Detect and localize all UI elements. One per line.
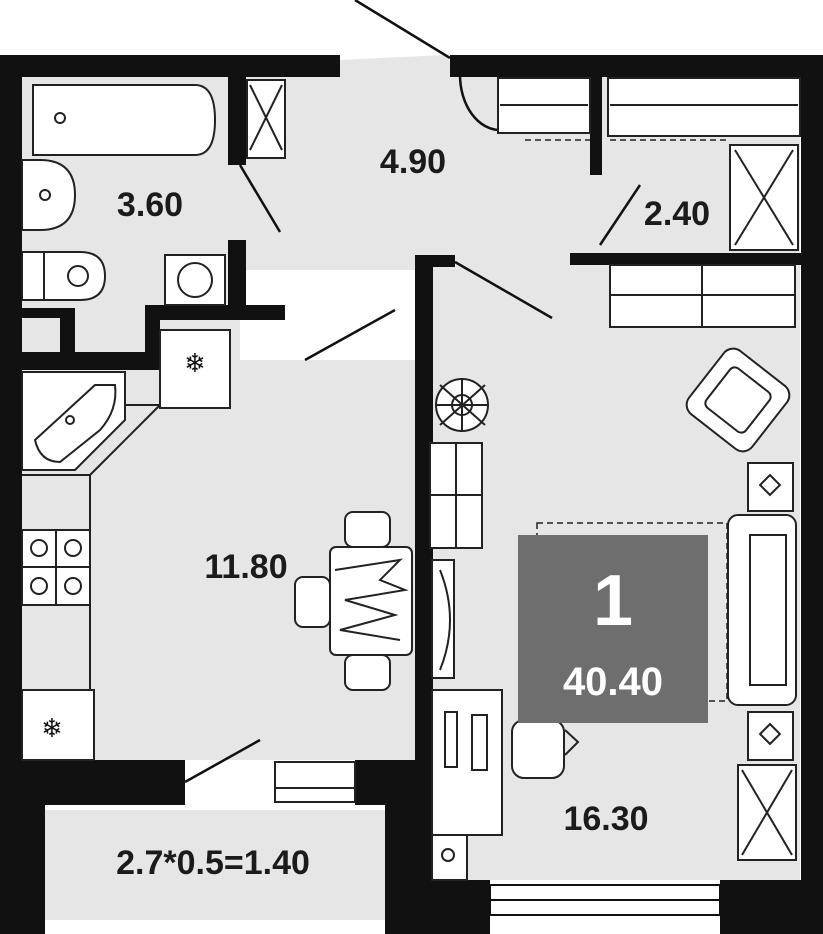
bath-sink — [21, 159, 77, 231]
freezer-icon: ❄ — [21, 689, 95, 761]
bath-shelf — [246, 79, 286, 159]
walls — [0, 55, 823, 934]
corner-sink — [21, 371, 126, 471]
window — [489, 884, 721, 916]
armchair — [685, 347, 791, 453]
living-cabinet — [737, 764, 797, 861]
svg-text:❄: ❄ — [184, 349, 206, 379]
living-wardrobe — [609, 264, 796, 328]
washing-machine — [164, 254, 226, 306]
total-area: 40.40 — [563, 660, 663, 704]
side-tables — [747, 462, 794, 761]
door-swings — [184, 0, 642, 784]
bathtub — [32, 84, 217, 156]
sofa — [536, 514, 797, 706]
radiator — [274, 761, 356, 803]
kitchen-area-label: 11.80 — [204, 548, 287, 586]
bathroom-area-label: 3.60 — [117, 186, 183, 224]
plant-icon — [435, 378, 489, 432]
kitchen-counter — [22, 404, 161, 760]
living-area-label: 16.30 — [563, 800, 648, 838]
toilet — [21, 251, 107, 301]
area-badge — [518, 535, 708, 723]
wardrobe-area-label: 2.40 — [644, 195, 710, 233]
desk — [431, 689, 580, 881]
hall-wardrobe — [497, 77, 801, 251]
hall-area-label: 4.90 — [380, 143, 446, 181]
rooms-count: 1 — [593, 561, 633, 641]
fridge-icon: ❄ — [159, 329, 231, 409]
dining-table — [294, 511, 413, 691]
stove-icon — [21, 529, 91, 606]
balcony-area-label: 2.7*0.5=1.40 — [116, 844, 310, 882]
bookshelf — [429, 442, 483, 549]
svg-text:❄: ❄ — [41, 714, 63, 744]
tv-stand — [431, 559, 455, 679]
